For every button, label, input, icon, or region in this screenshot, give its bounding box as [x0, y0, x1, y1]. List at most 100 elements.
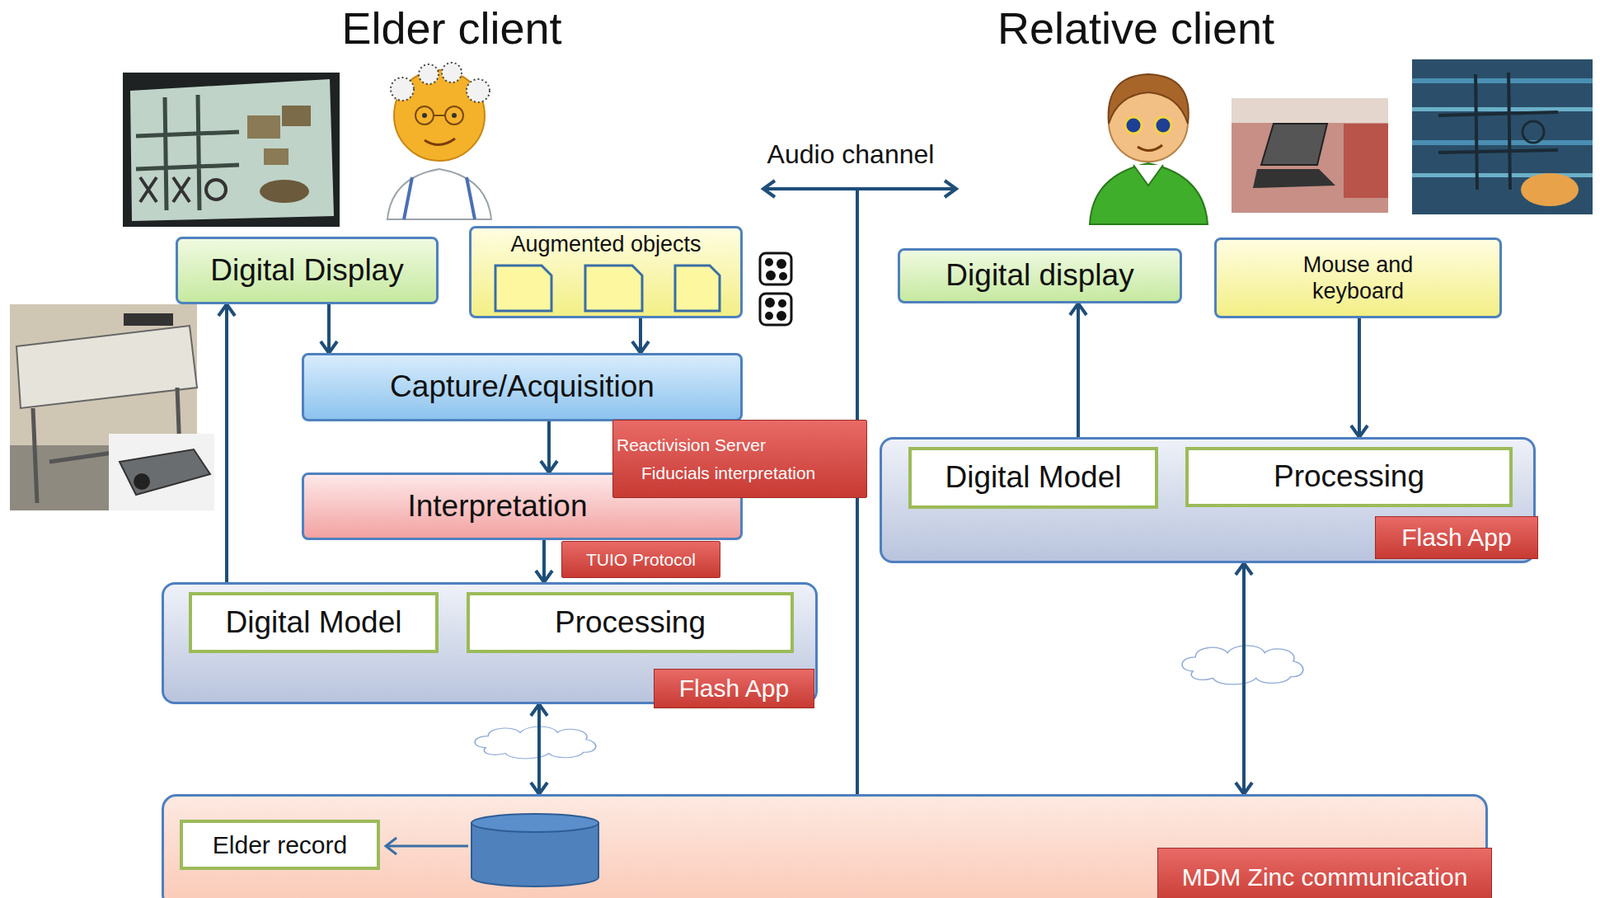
photo-frame — [108, 433, 215, 511]
fiducial-dot — [776, 310, 787, 321]
hair — [418, 64, 439, 85]
connector-line — [1357, 318, 1361, 437]
box-label: Fiducials interpretation — [641, 459, 816, 488]
projector-photo — [108, 433, 215, 511]
label-slot: Audio channel — [751, 138, 950, 170]
connector-line — [225, 304, 229, 592]
record-box: Elder record — [179, 819, 381, 870]
hair — [441, 62, 462, 83]
objects-box: Augmented objects — [469, 225, 743, 319]
connector — [218, 304, 235, 592]
eye — [1154, 117, 1172, 134]
channel-label: Audio channel — [767, 139, 935, 169]
arrow-head — [1351, 425, 1368, 437]
input-box: Mouse and keyboard — [1214, 237, 1502, 319]
circle-mark — [206, 179, 226, 200]
box-label: Augmented objects — [510, 230, 701, 258]
glasses — [415, 106, 434, 125]
app-tag: Flash App — [653, 668, 815, 709]
eye — [1125, 117, 1142, 134]
fiducial-dot — [765, 270, 776, 281]
box-label: TUIO Protocol — [586, 548, 696, 570]
app-tag: Flash App — [1374, 516, 1539, 559]
arrow-head — [632, 341, 649, 353]
eye — [451, 112, 457, 118]
cat-picture — [1520, 173, 1579, 207]
connector-line — [537, 703, 541, 794]
box-label: Elder record — [212, 830, 348, 860]
hair — [1108, 74, 1189, 124]
grid-lines — [136, 94, 240, 211]
wall — [1231, 98, 1389, 123]
projector-body — [119, 449, 211, 495]
device — [123, 313, 174, 326]
connector — [530, 703, 548, 794]
photo-frame — [1412, 59, 1593, 215]
cross-marks — [140, 177, 190, 202]
display-box: Digital display — [897, 248, 1183, 304]
fiducial-frame — [760, 253, 792, 285]
hair — [390, 77, 414, 101]
token — [247, 115, 281, 139]
arrow-head — [944, 180, 957, 198]
fiducial-dot — [778, 272, 788, 281]
projector-lens — [133, 473, 151, 490]
arrow-head — [763, 180, 775, 198]
connector — [535, 539, 553, 582]
connector — [540, 421, 558, 473]
client-heading: Elder client — [341, 3, 562, 53]
photo-frame — [1231, 98, 1389, 213]
box-label: Mouse and keyboard — [1276, 251, 1441, 305]
glasses — [433, 114, 446, 117]
suspenders — [403, 177, 475, 220]
grid-lines — [1438, 72, 1558, 190]
arrow-head — [385, 837, 397, 854]
connector — [320, 304, 338, 353]
table-top — [16, 325, 198, 409]
token — [259, 179, 310, 203]
processing-box: Processing — [466, 591, 794, 653]
laptop-base — [1252, 168, 1336, 188]
arrow-head — [530, 782, 548, 794]
fiducial-icon — [760, 253, 792, 285]
object-block — [495, 265, 552, 311]
shirt — [1089, 163, 1208, 225]
scan-line — [1412, 78, 1593, 84]
eye — [422, 112, 427, 118]
tabletop-photo — [122, 72, 340, 227]
connector — [632, 318, 649, 353]
circle-mark — [1522, 121, 1544, 143]
model-box: Digital Model — [188, 591, 439, 653]
connector — [1069, 303, 1087, 437]
fiducial-dot — [764, 297, 775, 308]
fiducial-icon — [760, 293, 792, 325]
client-heading: Relative client — [997, 3, 1275, 53]
token — [263, 148, 289, 165]
laptop-screen — [1261, 123, 1328, 165]
record-arrow — [386, 844, 469, 848]
connector-line — [327, 304, 331, 353]
object-block — [675, 265, 720, 311]
box-label: Digital Model — [225, 604, 403, 641]
scan-line — [1412, 140, 1593, 146]
fiducial-dot — [778, 299, 787, 308]
app-tag: MDM Zinc communication — [1157, 847, 1493, 898]
hair — [466, 79, 490, 103]
app-container: Flash AppDigital ModelProcessing — [879, 436, 1536, 564]
connector-line — [542, 539, 546, 582]
box-label: Digital Display — [210, 252, 404, 289]
box-label: Capture/Acquisition — [389, 368, 655, 405]
fiducial-dot — [764, 258, 774, 267]
database-top — [471, 813, 599, 832]
arrow-head — [530, 703, 548, 716]
box-label: Processing — [554, 604, 706, 641]
connector — [1351, 318, 1368, 437]
glasses — [445, 106, 464, 125]
arrow-head — [218, 304, 235, 316]
box-label: Digital display — [945, 257, 1134, 294]
connector — [1235, 563, 1253, 794]
mouth — [424, 138, 456, 146]
connector-line — [638, 318, 643, 353]
connector-line — [1242, 563, 1246, 794]
